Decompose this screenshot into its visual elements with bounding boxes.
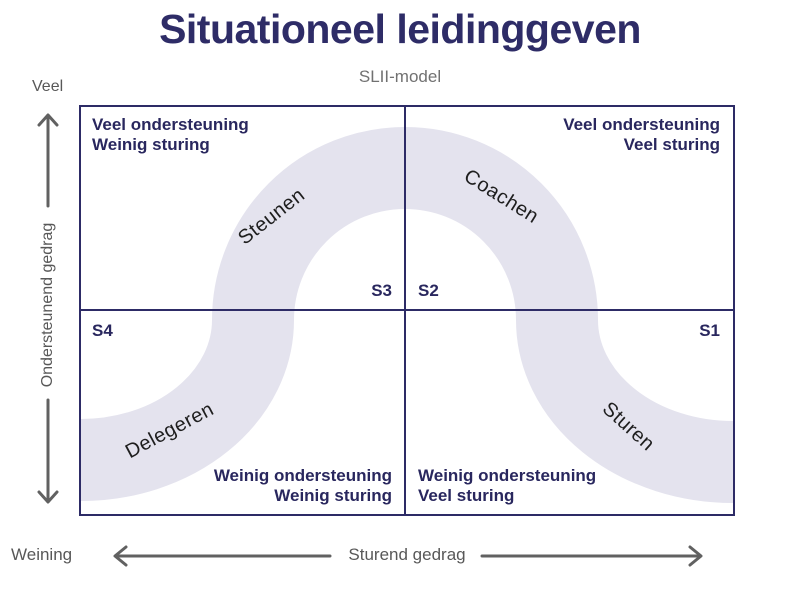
stage-s3: S3 [371,281,392,300]
bell-curve-band [81,127,733,503]
stage-s1: S1 [699,321,720,340]
model-grid: Veel ondersteuning Weinig sturing Veel o… [79,105,735,516]
y-axis-label: Ondersteunend gedrag [39,222,56,388]
quadrant-top-right-label: Veel ondersteuning Veel sturing [563,115,720,155]
y-axis-max-label: Veel [32,78,64,95]
quadrant-top-left-line1: Veel ondersteuning [92,115,249,134]
quadrant-top-left-label: Veel ondersteuning Weinig sturing [92,115,249,155]
y-axis-min-label: Weining [11,545,73,564]
quadrant-top-right-line1: Veel ondersteuning [563,115,720,134]
arrow-down-icon [37,490,59,504]
quadrant-bottom-left-line1: Weinig ondersteuning [213,466,392,485]
quadrant-bottom-right-line1: Weinig ondersteuning [418,466,597,485]
x-axis-arrows [113,545,703,567]
quadrant-top-left-line2: Weinig sturing [92,135,210,154]
quadrant-bottom-left-line2: Weinig sturing [274,486,392,505]
y-axis-arrow [37,113,59,504]
quadrant-bottom-left-label: Weinig ondersteuning Weinig sturing [214,466,392,506]
quadrant-bottom-right-line2: Veel sturing [418,486,515,505]
diagram-subtitle: SLII-model [358,67,442,86]
page-title: Situationeel leidinggeven [159,6,641,52]
quadrant-top-right-line2: Veel sturing [623,135,720,154]
bell-curve-layer [81,107,733,514]
arrow-right-icon [688,545,703,567]
stage-s4: S4 [92,321,113,340]
stage-s2: S2 [418,281,439,300]
quadrant-bottom-right-label: Weinig ondersteuning Veel sturing [418,466,596,506]
x-axis-label: Sturend gedrag [348,545,466,564]
